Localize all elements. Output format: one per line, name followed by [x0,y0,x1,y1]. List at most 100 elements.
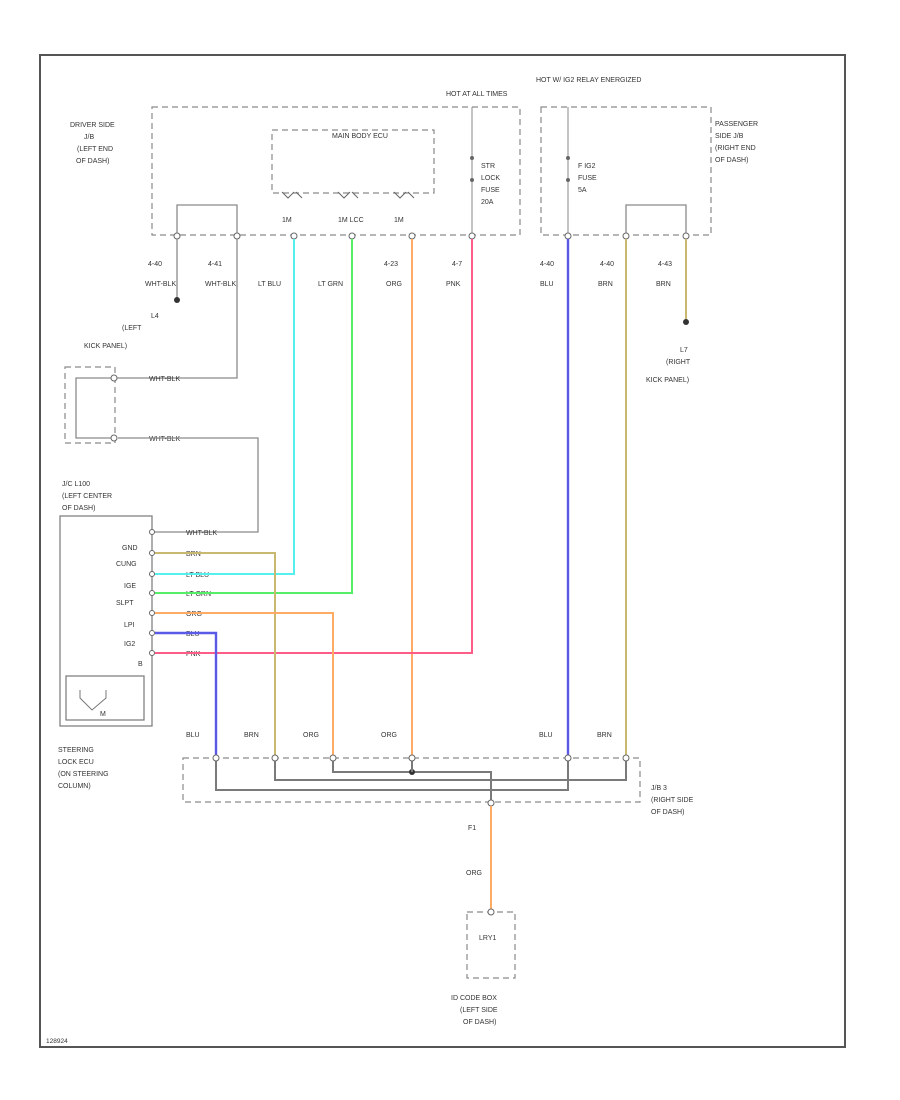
svg-text:BLU: BLU [540,281,554,288]
svg-text:SLPT: SLPT [116,600,134,607]
idcode-label: ID CODE BOX (LEFT SIDE OF DASH) [451,995,498,1026]
svg-text:5A: 5A [578,187,587,194]
svg-text:WHT-BLK: WHT-BLK [205,281,236,288]
svg-text:(ON STEERING: (ON STEERING [58,771,109,778]
main-body-ecu-pins [281,191,415,199]
jb3-internal-bus-2 [274,760,627,781]
steering-lock-ecu-label: STEERING LOCK ECU (ON STEERING COLUMN) [58,747,109,790]
svg-text:WHT-BLK: WHT-BLK [186,530,217,537]
junction-pin-2-color: WHT-BLK [149,436,180,443]
svg-text:F IG2: F IG2 [578,163,596,170]
jb3-internal-bus-1 [215,760,569,791]
steering-lock-ecu-box [59,515,153,727]
svg-text:J/C L100: J/C L100 [62,481,90,488]
svg-text:PASSENGER: PASSENGER [715,121,758,128]
svg-text:4-40: 4-40 [148,261,162,268]
idcode-pin-label: LRY1 [479,935,496,942]
svg-text:FUSE: FUSE [578,175,597,182]
brn-wire-ecu [155,552,276,757]
steering-lock-ecu-switch-box [65,675,145,721]
svg-text:1M: 1M [394,217,404,224]
svg-text:LT GRN: LT GRN [186,591,211,598]
svg-text:4-40: 4-40 [540,261,554,268]
svg-text:KICK PANEL): KICK PANEL) [84,343,127,350]
svg-text:20A: 20A [481,199,494,206]
junction-pin-1 [110,374,118,382]
svg-text:CUNG: CUNG [116,561,137,568]
svg-text:DRIVER SIDE: DRIVER SIDE [70,122,115,129]
svg-text:GND: GND [122,545,138,552]
svg-text:4-40: 4-40 [600,261,614,268]
svg-text:(LEFT END: (LEFT END [77,146,113,153]
jb3-box [182,757,641,803]
wht-blk-wire-2 [118,437,259,533]
svg-text:(LEFT SIDE: (LEFT SIDE [460,1007,498,1014]
lt-blu-wire [155,239,295,575]
svg-text:ORG: ORG [386,281,402,288]
junction-pin-1-color: WHT-BLK [149,376,180,383]
svg-text:LT BLU: LT BLU [186,572,209,579]
svg-text:OF DASH): OF DASH) [715,157,748,164]
str-lock-fuse: STR LOCK FUSE 20A [470,107,500,235]
driver-side-jb-label: DRIVER SIDE J/B (LEFT END OF DASH) [70,122,115,165]
svg-text:ORG: ORG [303,732,319,739]
svg-text:LOCK ECU: LOCK ECU [58,759,94,766]
ig2-fuse: F IG2 FUSE 5A [566,107,597,235]
jb3-label: J/B 3 (RIGHT SIDE OF DASH) [651,785,694,816]
blu-wire-ecu [155,631,218,757]
junction-jc-l100-box [64,366,116,444]
svg-text:LT BLU: LT BLU [258,281,281,288]
svg-text:(LEFT: (LEFT [122,325,142,332]
hot-ig2-label: HOT W/ IG2 RELAY ENERGIZED [536,77,641,84]
idcode-box [466,911,516,979]
svg-text:IGE: IGE [124,583,136,590]
svg-text:BLU: BLU [186,631,200,638]
main-body-ecu-label: MAIN BODY ECU [332,133,388,140]
svg-text:OF DASH): OF DASH) [76,158,109,165]
driver-jb-internal-loop [176,204,238,235]
svg-text:BRN: BRN [597,732,612,739]
svg-text:4-43: 4-43 [658,261,672,268]
svg-text:COLUMN): COLUMN) [58,783,91,790]
svg-text:BRN: BRN [598,281,613,288]
steering-lock-ecu-pin-labels: GND CUNG IGE SLPT LPI IG2 B [116,545,143,668]
svg-text:(RIGHT SIDE: (RIGHT SIDE [651,797,694,804]
passenger-side-jb-label: PASSENGER SIDE J/B (RIGHT END OF DASH) [715,121,758,164]
wht-blk-wire-1 [114,239,238,379]
svg-text:PNK: PNK [186,651,201,658]
svg-text:KICK PANEL): KICK PANEL) [646,377,689,384]
svg-text:STEERING: STEERING [58,747,94,754]
svg-text:ORG: ORG [186,611,202,618]
svg-text:J/B 3: J/B 3 [651,785,667,792]
idcode-pin [487,908,495,916]
svg-text:LPI: LPI [124,622,135,629]
steering-lock-ecu-wire-colors: WHT-BLK BRN LT BLU LT GRN ORG BLU PNK [186,530,217,658]
svg-text:IG2: IG2 [124,641,135,648]
jb3-pins [212,754,630,807]
ground-l4-point [174,297,180,303]
svg-text:B: B [138,661,143,668]
org-wire-slpt [155,612,334,757]
steering-lock-ecu-switch-symbol [79,690,107,711]
svg-text:BRN: BRN [656,281,671,288]
svg-text:(RIGHT END: (RIGHT END [715,145,756,152]
steering-lock-ecu-pins [149,529,155,656]
svg-text:J/B: J/B [84,134,94,141]
svg-text:BRN: BRN [186,551,201,558]
idcode-wire-pin-label: F1 [468,825,476,832]
svg-text:BLU: BLU [539,732,553,739]
svg-text:4-41: 4-41 [208,261,222,268]
svg-text:STR: STR [481,163,495,170]
ground-l7-point [683,319,689,325]
svg-text:OF DASH): OF DASH) [62,505,95,512]
ground-l7-label: L7 (RIGHT KICK PANEL) [646,347,691,384]
svg-text:WHT-BLK: WHT-BLK [145,281,176,288]
driver-side-jb-box [151,106,521,236]
lt-grn-wire [155,239,353,594]
svg-text:PNK: PNK [446,281,461,288]
bottom-wire-color-labels: BLU BRN ORG ORG BLU BRN [186,732,612,739]
diagram-code: 128924 [46,1038,68,1045]
pnk-wire [155,239,473,654]
svg-text:L4: L4 [151,313,159,320]
